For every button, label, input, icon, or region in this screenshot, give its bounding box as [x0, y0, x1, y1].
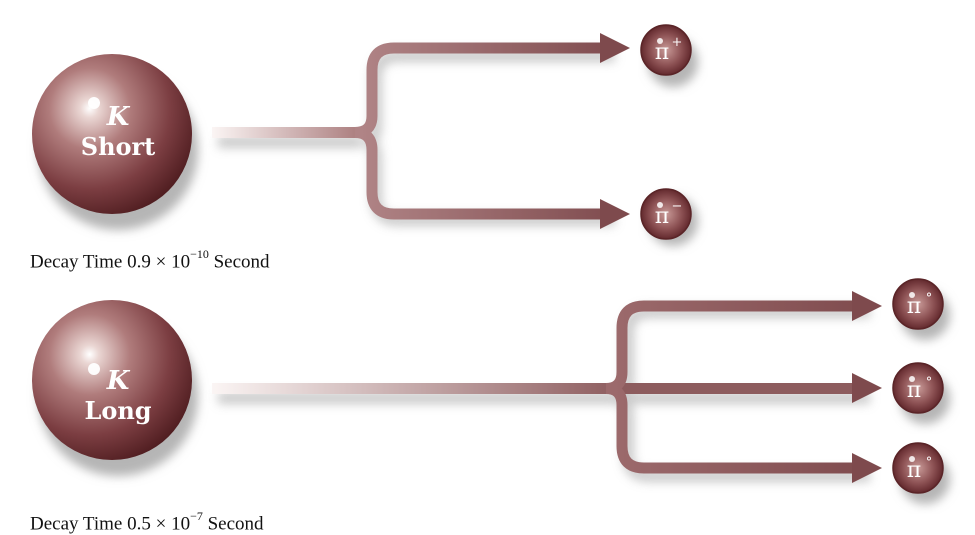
pion-plus: π +	[640, 24, 692, 76]
k-long-particle	[32, 300, 192, 460]
pion-neutral-charge: °	[926, 455, 933, 470]
arrow-head-icon	[600, 33, 630, 63]
k-short-decay-time: Decay Time 0.9 × 10−10 Second	[30, 247, 270, 273]
pion-minus-symbol: π	[655, 204, 669, 229]
k-short-group: K Short π + π −	[32, 24, 698, 246]
pion-neutral: π °	[892, 362, 944, 414]
k-short-branches	[354, 42, 605, 220]
k-long-branches	[605, 300, 858, 474]
arrow-head-icon	[852, 373, 882, 403]
arrow-head-icon	[600, 199, 630, 229]
k-long-name: Long	[84, 396, 151, 425]
k-long-symbol: K	[106, 366, 131, 396]
pion-neutral-symbol: π	[907, 378, 921, 403]
pion-plus-charge: +	[672, 35, 683, 50]
k-short-stem	[212, 127, 364, 138]
pion-neutral-symbol: π	[907, 458, 921, 483]
pion-neutral-charge: °	[926, 291, 933, 306]
k-long-decay-label: Decay Time 0.5 × 10	[30, 513, 191, 535]
k-long-decay-unit: Second	[207, 513, 264, 535]
k-long-decay-exponent: −7	[190, 509, 203, 523]
pion-plus-symbol: π	[655, 40, 669, 65]
k-short-symbol: K	[106, 102, 131, 132]
pion-neutral: π °	[892, 442, 944, 494]
pion-minus-charge: −	[672, 199, 683, 214]
arrow-head-icon	[852, 453, 882, 483]
pion-neutral: π °	[892, 278, 944, 330]
pion-neutral-symbol: π	[907, 294, 921, 319]
arrow-head-icon	[852, 291, 882, 321]
k-short-decay-unit: Second	[213, 251, 270, 273]
k-short-decay-label: Decay Time 0.9 × 10	[30, 251, 191, 273]
pion-minus: π −	[640, 188, 692, 240]
k-long-group: K Long π ° π ° π °	[32, 278, 950, 504]
pion-neutral-charge: °	[926, 375, 933, 390]
k-long-stem	[212, 383, 862, 394]
k-short-name: Short	[81, 132, 156, 161]
k-short-decay-exponent: −10	[190, 247, 209, 261]
k-long-decay-time: Decay Time 0.5 × 10−7 Second	[30, 509, 264, 535]
k-short-particle	[32, 54, 192, 214]
